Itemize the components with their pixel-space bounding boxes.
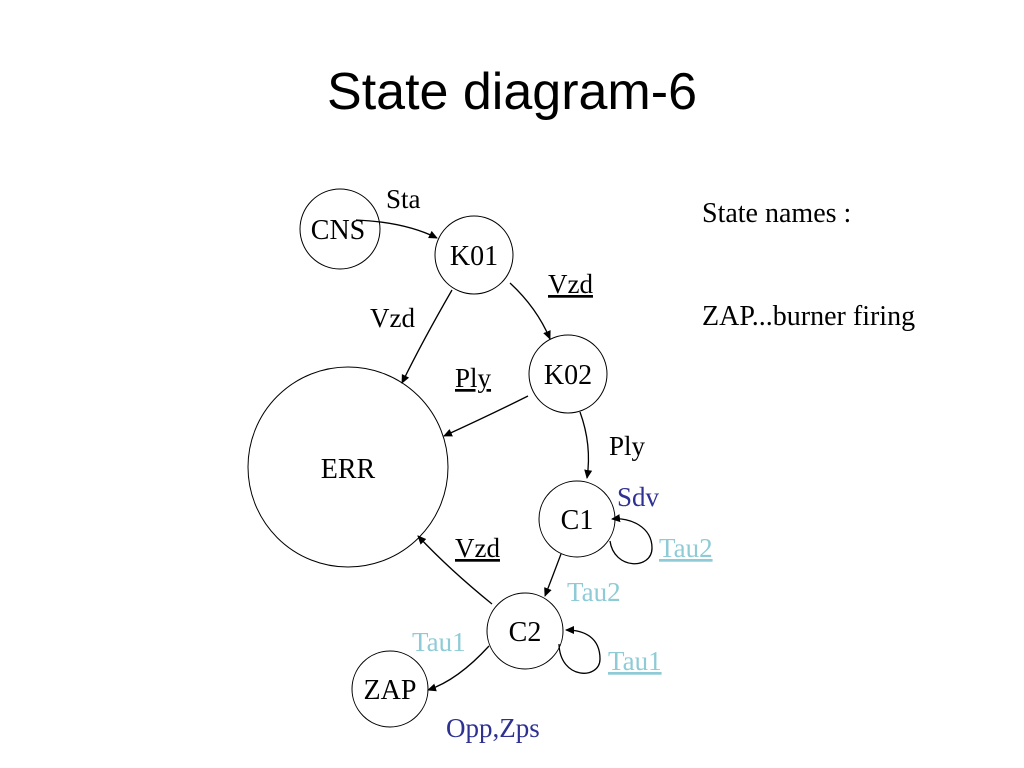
- edge-c1-self-loop: [609, 514, 653, 565]
- state-cns: CNS: [299, 188, 381, 270]
- state-c2-label: C2: [509, 617, 542, 648]
- edge-c2-self-loop: [558, 626, 601, 674]
- edge-k02-to-c1: [579, 411, 593, 479]
- page-title: State diagram-6: [327, 63, 697, 121]
- edge-label-tau2-self: Tau2: [659, 533, 713, 563]
- edge-k01-to-err: [401, 289, 453, 384]
- edge-c2-to-err: [417, 535, 493, 605]
- edge-cns-to-k01: [355, 219, 438, 239]
- state-names-heading: State names :: [702, 198, 852, 229]
- edge-label-vzd-k01-k02: Vzd: [548, 269, 593, 299]
- state-c1: C1: [538, 480, 616, 558]
- state-c2: C2: [486, 592, 564, 670]
- state-zap-label: ZAP: [364, 675, 417, 706]
- edge-label-ply-k02-c1: Ply: [609, 431, 646, 461]
- edge-label-opp-zps: Opp,Zps: [446, 713, 540, 743]
- edge-label-tau1-c2-zap: Tau1: [412, 627, 466, 657]
- edge-k01-to-k02: [509, 282, 551, 340]
- edge-label-sdv: Sdv: [617, 482, 660, 512]
- state-c1-label: C1: [561, 505, 594, 536]
- state-k01-label: K01: [450, 241, 498, 272]
- edge-label-tau1-self: Tau1: [608, 646, 662, 676]
- state-err-label: ERR: [321, 454, 376, 485]
- state-names-entry: ZAP...burner firing: [702, 301, 916, 332]
- edge-label-tau2-c1-c2: Tau2: [567, 577, 621, 607]
- state-k02-label: K02: [544, 360, 592, 391]
- state-k01: K01: [434, 215, 514, 295]
- state-k02: K02: [528, 334, 608, 414]
- edge-k02-to-err: [443, 395, 529, 437]
- state-zap: ZAP: [351, 650, 429, 728]
- edge-label-vzd-k01-err: Vzd: [370, 303, 415, 333]
- edge-c1-to-c2: [544, 553, 562, 597]
- edge-label-vzd-c2-err: Vzd: [455, 533, 500, 563]
- edge-label-ply-k02-err: Ply: [455, 363, 492, 393]
- edge-c2-to-zap: [427, 645, 490, 692]
- state-err: ERR: [247, 366, 449, 568]
- edge-label-sta: Sta: [386, 184, 421, 214]
